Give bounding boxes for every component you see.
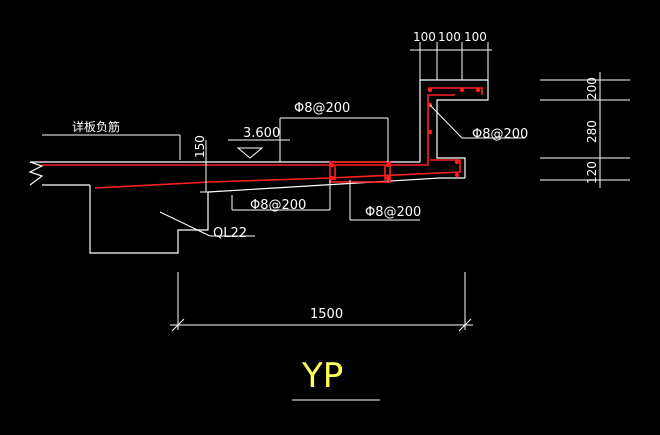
span-dim: 1500 (310, 307, 343, 322)
side-dim-1: 200 (585, 77, 599, 100)
top-dim-3: 100 (464, 30, 487, 44)
top-dim-2: 100 (438, 30, 461, 44)
beam-label: QL22 (213, 226, 247, 241)
rebar-lines (42, 87, 483, 189)
top-dim-1: 100 (413, 30, 436, 44)
thickness-dim: 150 (193, 135, 207, 158)
side-dim-3: 120 (585, 161, 599, 184)
rebar-dots (329, 87, 481, 181)
top-rebar-label: Φ8@200 (294, 101, 350, 116)
bottom-rebar-label: Φ8@200 (250, 198, 306, 213)
note-label: 详板负筋 (72, 119, 120, 134)
stirrup-rebar-label: Φ8@200 (365, 205, 421, 220)
elevation-label: 3.600 (243, 126, 280, 141)
side-dim-2: 280 (585, 120, 599, 143)
drawing-title: YP (301, 356, 343, 396)
concrete-outline (28, 79, 489, 254)
parapet-rebar-label: Φ8@200 (472, 127, 528, 142)
leader-lines (42, 42, 630, 401)
